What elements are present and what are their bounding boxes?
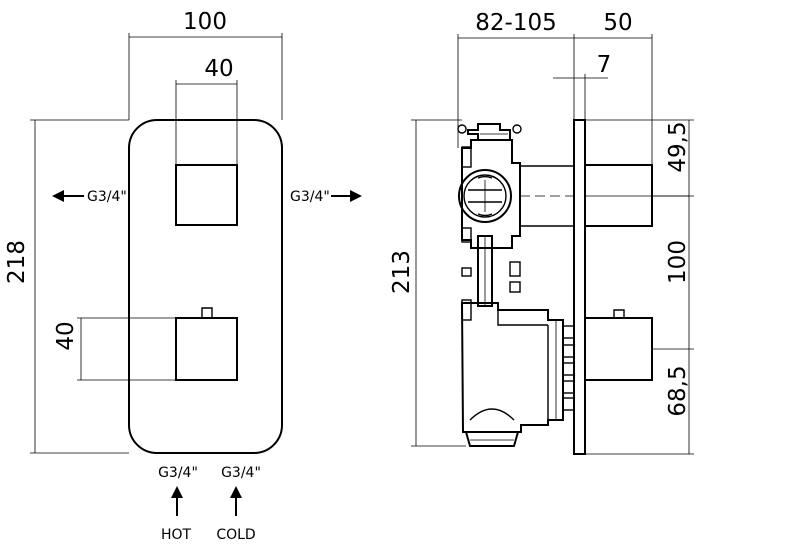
dim-plate-thickness: 7 [553,52,611,120]
dim-side-height: 213 [389,119,466,447]
side-cover-plate [573,119,586,455]
diverter-outer-ring [458,169,512,223]
dim-front-width-text: 100 [183,9,227,35]
dim-handle-height: 40 [53,317,176,381]
dim-top-offset-text: 49,5 [665,121,691,172]
arrow-up-icon [171,486,183,498]
lower-handle-side [584,317,653,381]
dim-handle-width-text: 40 [204,56,233,82]
arrow-up-icon [230,486,242,498]
dim-side-depth: 82-105 [457,10,575,148]
side-view: 82-105 50 7 213 49,5 1 [389,10,694,455]
outlet-left-label: G3/4" [87,189,127,205]
arrow-left-icon [52,190,64,202]
dim-bottom-offset-text: 68,5 [665,365,691,416]
front-view: 100 40 218 40 G3/4" [4,9,362,543]
dim-front-height: 218 [4,119,129,454]
upper-handle-side [584,164,653,227]
arrow-right-icon [350,190,362,202]
lower-handle [175,317,238,381]
inlet-cold-thread: G3/4" [221,465,261,481]
lower-handle-side-indicator [613,309,625,318]
dim-handle-spacing-text: 100 [665,240,691,284]
dim-side-depth-text: 82-105 [475,10,556,36]
hot-label: HOT [161,527,192,543]
lower-handle-indicator [201,307,213,318]
dim-handle-height-text: 40 [53,321,79,350]
outlet-right-label: G3/4" [290,189,330,205]
dim-front-width: 100 [128,9,283,120]
inlet-hot: G3/4" HOT [158,465,198,543]
front-cover-plate [128,119,283,454]
inlet-cold: G3/4" COLD [216,465,261,543]
valve-body [457,123,690,447]
dim-side-right-chain: 49,5 100 68,5 [585,119,694,455]
cold-label: COLD [216,527,255,543]
dim-front-height-text: 218 [4,240,30,284]
dim-side-handle-depth-text: 50 [603,10,632,36]
outlet-left: G3/4" [52,189,127,205]
dim-side-handle-depth: 50 [574,10,653,165]
dim-side-height-text: 213 [389,250,415,294]
outlet-right: G3/4" [290,189,362,205]
dim-plate-thickness-text: 7 [597,52,612,78]
dim-handle-width: 40 [175,56,238,165]
upper-handle [175,164,238,226]
inlet-hot-thread: G3/4" [158,465,198,481]
